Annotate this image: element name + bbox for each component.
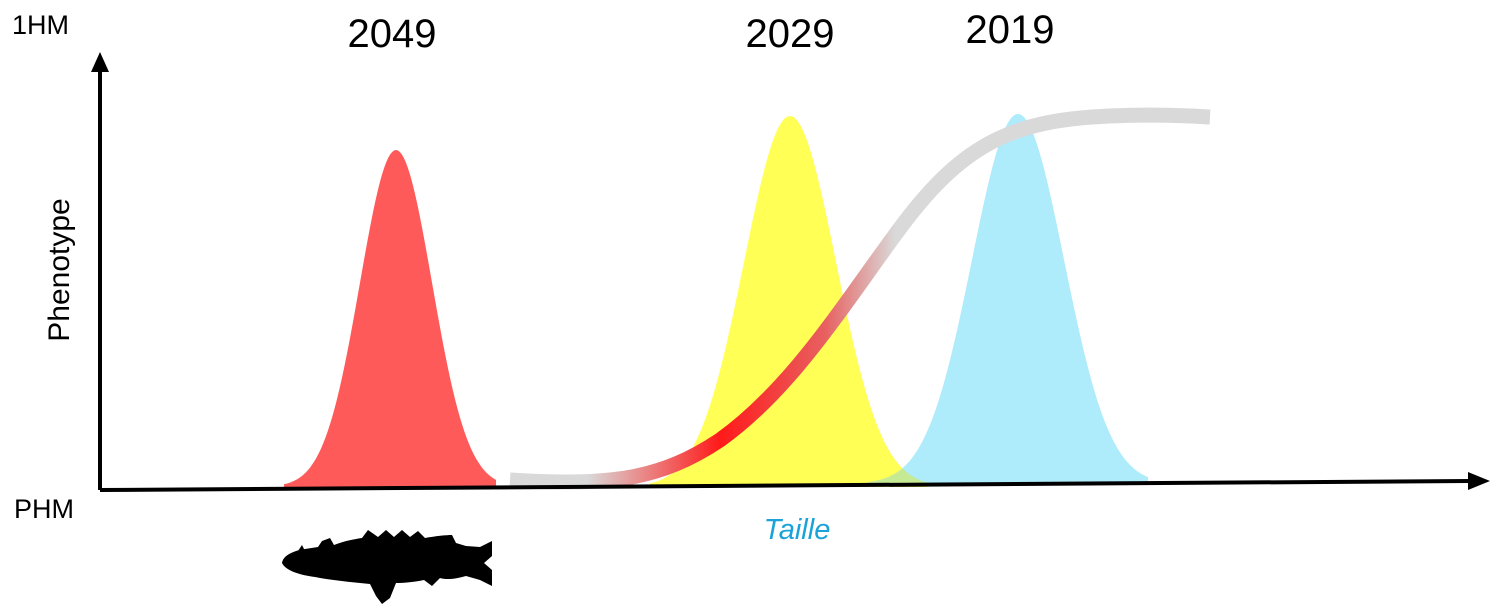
distribution-overlap bbox=[868, 468, 928, 486]
year-label-2029: 2029 bbox=[745, 12, 835, 56]
year-label-2049: 2049 bbox=[347, 12, 437, 56]
distribution-2029 bbox=[650, 116, 928, 487]
y-axis-top-label: 1HM bbox=[12, 10, 70, 40]
y-axis bbox=[91, 52, 109, 490]
fish-silhouette-icon bbox=[282, 530, 492, 604]
year-label-2019: 2019 bbox=[965, 8, 1055, 52]
x-axis-title: Taille bbox=[763, 514, 831, 546]
sigmoid-curve bbox=[509, 107, 1211, 490]
y-axis-title: Phenotype bbox=[43, 198, 76, 342]
distribution-2049 bbox=[284, 150, 496, 487]
distribution-2019 bbox=[868, 114, 1148, 484]
x-axis bbox=[99, 472, 1490, 492]
y-axis-bottom-label: PHM bbox=[14, 494, 74, 524]
